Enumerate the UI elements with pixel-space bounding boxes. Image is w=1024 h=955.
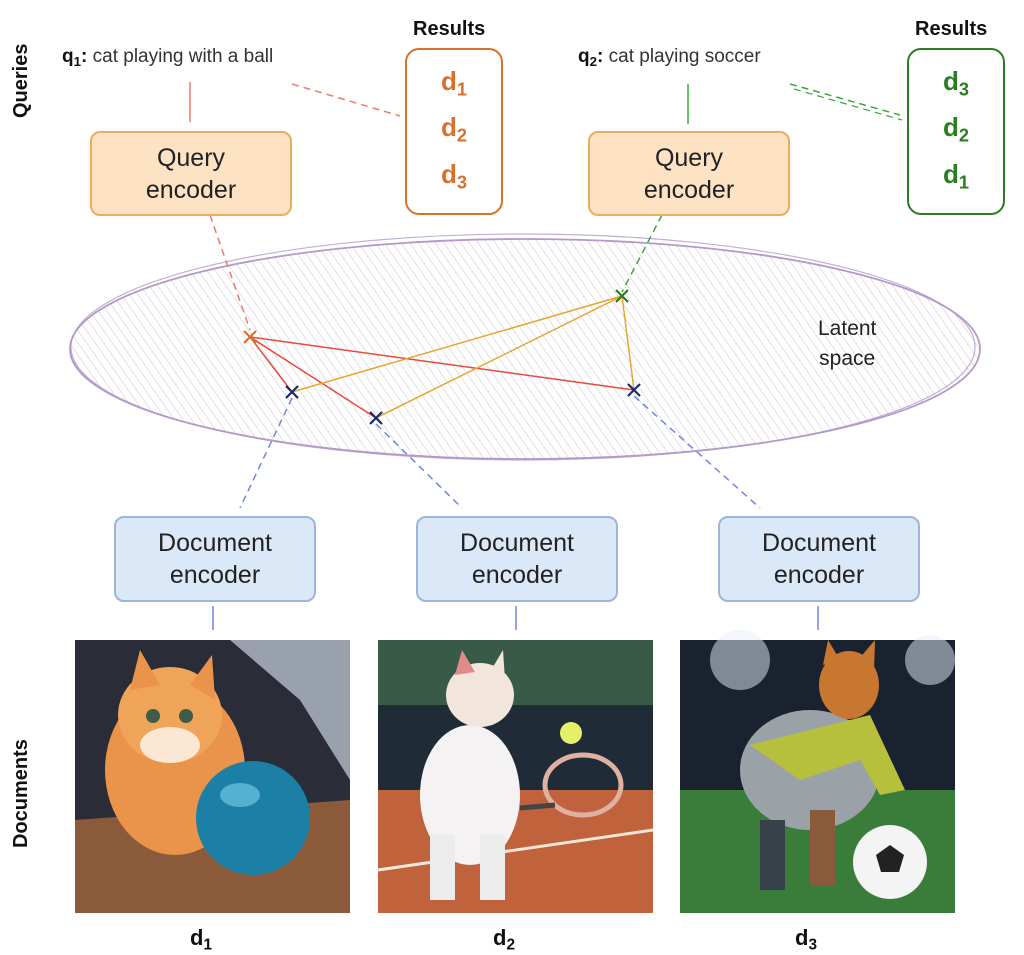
results-2-box: d3 d2 d1: [907, 48, 1005, 215]
q2-results-link: [789, 83, 901, 116]
query-encoder-line1: Query: [156, 143, 226, 172]
results-2-title: Results: [915, 18, 988, 40]
document-encoder-line1: Document: [762, 529, 876, 557]
document-encoder-line2: encoder: [169, 561, 261, 589]
query-encoder-line2: encoder: [145, 175, 237, 204]
d3-encoder-to-latent: [633, 395, 761, 509]
similarity-links: [249, 295, 635, 419]
d1-image: [75, 640, 350, 913]
results-1-item: d3: [440, 158, 467, 193]
results-1-item: d2: [440, 112, 467, 146]
document-encoder-1: Document encoder: [114, 516, 316, 602]
results-2-item: d1: [942, 158, 969, 193]
q1-point-marker: [243, 330, 257, 344]
query-encoder-line1: Query: [654, 143, 724, 172]
document-1-label: d1: [190, 925, 213, 954]
document-encoder-line1: Document: [158, 529, 272, 557]
results-2-item: d2: [942, 112, 969, 146]
query-encoder-line2: encoder: [643, 175, 735, 204]
latent-space-label: Latent space: [818, 317, 877, 370]
q1-encoder-to-latent: [209, 214, 251, 331]
document-encoder-line1: Document: [460, 529, 574, 557]
document-encoder-3: Document encoder: [718, 516, 920, 602]
document-2-label: d2: [493, 925, 516, 954]
d2-image: [377, 640, 654, 913]
documents-side-label: Documents: [10, 739, 32, 848]
queries-side-label: Queries: [10, 43, 32, 118]
query-encoder-1: Query encoder: [90, 131, 292, 216]
d1-encoder-to-latent: [239, 397, 293, 509]
results-1-item: d1: [440, 65, 467, 100]
q2-results-link-b: [793, 88, 903, 121]
query-2-text: q2: cat playing soccer: [578, 46, 761, 69]
q1-results-link: [291, 83, 401, 117]
document-encoder-2: Document encoder: [416, 516, 618, 602]
q2-point-marker: [615, 289, 629, 303]
results-2-item: d3: [942, 65, 969, 100]
results-1-box: d1 d2 d3: [405, 48, 503, 215]
d2-point-marker: [369, 411, 383, 425]
results-1-title: Results: [413, 18, 486, 40]
q2-encoder-to-latent: [621, 214, 663, 293]
d1-point-marker: [285, 385, 299, 399]
d2-encoder-to-latent: [375, 423, 463, 509]
query-encoder-2: Query encoder: [588, 131, 790, 216]
d3-image: [680, 630, 955, 913]
latent-space: [69, 233, 981, 461]
document-3-label: d3: [795, 925, 818, 954]
d3-point-marker: [627, 383, 641, 397]
document-encoder-line2: encoder: [471, 561, 563, 589]
query-1-text: q1: cat playing with a ball: [62, 46, 274, 69]
document-encoder-line2: encoder: [773, 561, 865, 589]
